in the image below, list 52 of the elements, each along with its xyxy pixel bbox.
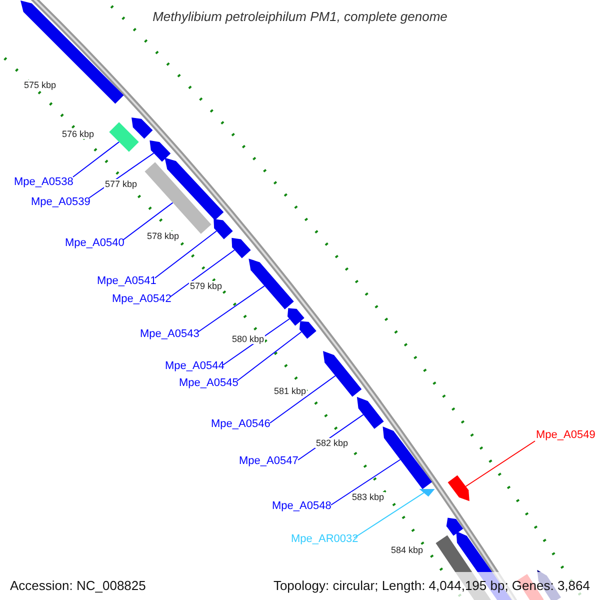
gene-label: Mpe_A0548: [272, 500, 332, 513]
leader-line: [236, 331, 302, 382]
gene-feature: [248, 258, 294, 310]
gene-feature: [448, 475, 470, 502]
leader-line: [154, 230, 218, 278]
gene-feature: [164, 158, 224, 220]
leader-line: [122, 202, 174, 240]
gene-feature: [214, 218, 233, 240]
leader-line: [354, 492, 424, 538]
genome-info-text: Topology: circular; Length: 4,044,195 bp; Genes: 3,864: [273, 578, 590, 594]
gene-feature: [299, 321, 316, 339]
gene-label: Mpe_A0542: [112, 293, 172, 306]
gene-feature: [20, 0, 124, 104]
gene-label: Mpe_AR0032: [291, 533, 358, 546]
kbp-label: 578 kbp: [146, 231, 180, 241]
gene-feature: [323, 351, 362, 397]
kbp-label: 579 kbp: [188, 281, 224, 291]
gene-feature: [232, 238, 251, 258]
kbp-label: 576 kbp: [60, 129, 96, 139]
gene-feature: [287, 308, 304, 326]
leader-line: [330, 459, 401, 506]
kbp-label: 577 kbp: [104, 179, 138, 189]
accession-text: Accession: NC_008825: [10, 578, 146, 594]
gene-feature: [446, 518, 464, 536]
kbp-label: 582 kbp: [314, 438, 350, 448]
leader-line: [465, 440, 536, 487]
leader-line: [198, 285, 265, 332]
gene-label: Mpe_A0539: [31, 196, 90, 209]
gene-label: Mpe_A0540: [65, 237, 124, 250]
gene-feature: [144, 162, 212, 234]
gene-label: Mpe_A0547: [239, 455, 298, 468]
leader-line: [270, 375, 336, 424]
kbp-label: 580 kbp: [230, 334, 266, 344]
kbp-label: 581 kbp: [272, 386, 308, 396]
gene-label: Mpe_A0549: [536, 429, 596, 442]
gene-label: Mpe_A0543: [140, 328, 200, 341]
kbp-label: 583 kbp: [350, 492, 386, 502]
gene-label: Mpe_A0538: [14, 176, 74, 189]
gene-feature: [382, 426, 432, 490]
kbp-label: 584 kbp: [390, 545, 424, 555]
gene-feature: [150, 140, 171, 162]
gene-feature: [132, 118, 153, 139]
gene-feature: [356, 396, 384, 429]
gene-label: Mpe_A0544: [165, 360, 224, 373]
title: Methylibium petroleiphilum PM1, complete genome: [152, 9, 448, 24]
leader-line: [72, 141, 120, 178]
gene-feature: [109, 122, 139, 152]
kbp-label: 575 kbp: [22, 80, 58, 90]
gene-label: Mpe_A0541: [97, 275, 156, 288]
gene-label: Mpe_A0546: [211, 418, 270, 431]
leader-line: [170, 250, 236, 298]
gene-label: Mpe_A0545: [179, 377, 238, 390]
